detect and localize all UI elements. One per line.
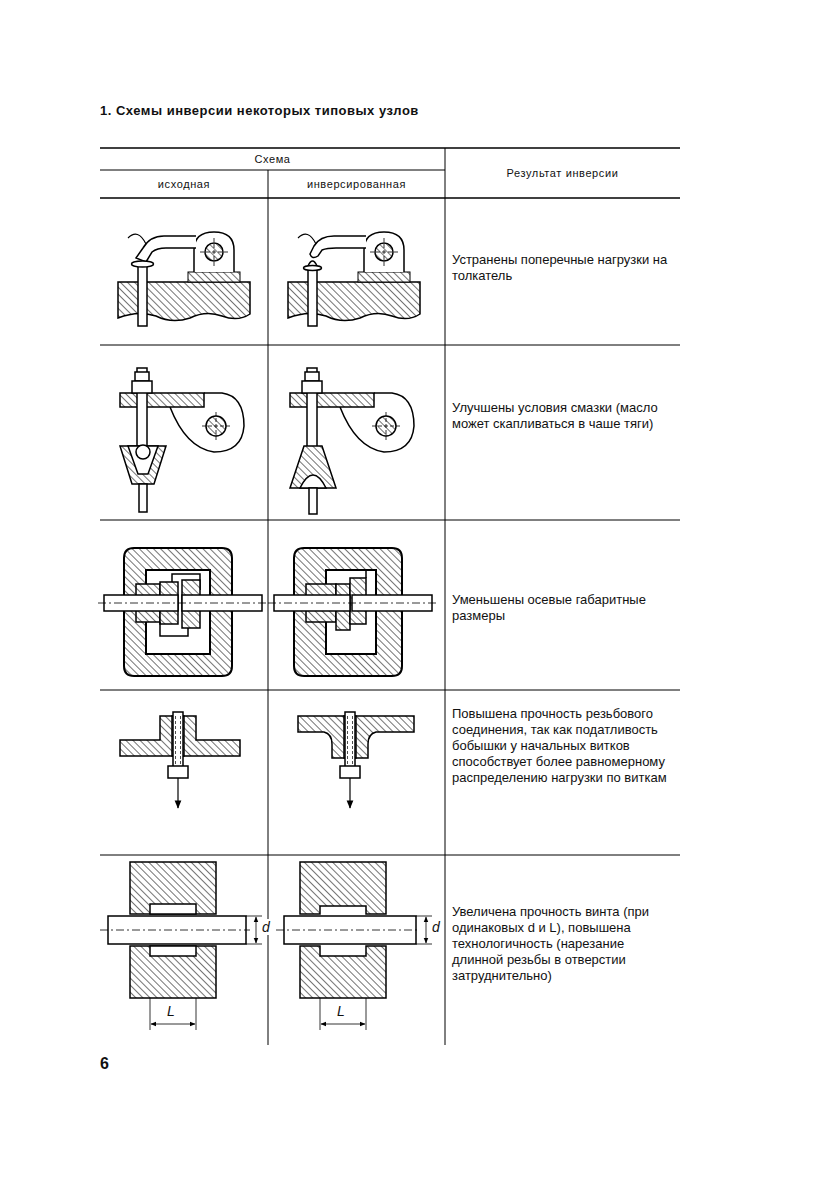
screw-joint-inverted: [276, 862, 432, 1030]
boss-bolt-inverted-part: [345, 712, 355, 768]
screw-joint-inverted-part: [320, 998, 366, 1030]
screw-joint-original-part: [130, 946, 216, 998]
screw-joint-original: [100, 862, 262, 1030]
rod-cup-original: [120, 368, 244, 512]
pusher-lever-original-part: [188, 272, 240, 282]
table-rules-part: [100, 855, 680, 856]
rod-cup-inverted-part: [305, 372, 319, 381]
table-rules-part: [100, 170, 445, 171]
table-rules: [100, 148, 680, 1045]
pusher-lever-inverted-part: [298, 234, 316, 244]
coupling-inverted-part: [294, 548, 402, 676]
table-cell: Повышена прочность резьбового соединения…: [452, 706, 674, 786]
boss-bolt-inverted-part: [340, 766, 360, 778]
rod-cup-original-part: [132, 381, 152, 393]
boss-bolt-inverted: [298, 712, 414, 808]
rod-cup-original-part: [135, 372, 149, 381]
screw-joint-original-part: [100, 930, 250, 931]
rod-cup-inverted-part: [302, 381, 322, 393]
coupling-inverted-part: [365, 570, 367, 578]
table-rules-part: [100, 690, 680, 691]
screw-joint-inverted-part: [276, 930, 420, 931]
table-title: 1. Схемы инверсии некоторых типовых узло…: [100, 103, 419, 118]
pusher-lever-original-part: [200, 238, 228, 266]
screw-joint-inverted-part: [416, 916, 432, 944]
pusher-lever-inverted-part: [358, 272, 410, 282]
dimension: d: [261, 919, 271, 935]
rod-cup-original-part: [120, 446, 166, 484]
rod-cup-inverted-part: [290, 393, 374, 407]
rod-cup-original-part: [202, 412, 230, 440]
boss-bolt-original-part: [177, 778, 178, 808]
table-cell: Уменьшены осевые габаритные размеры: [452, 592, 674, 624]
boss-bolt-original-part: [168, 766, 188, 778]
screw-joint-inverted-part: [426, 917, 427, 943]
page-number: 6: [100, 1056, 109, 1072]
coupling-inverted: [268, 548, 438, 676]
rod-cup-original-part: [136, 445, 150, 459]
screw-joint-original-part: [151, 1024, 195, 1025]
pusher-lever-inverted-part: [364, 232, 404, 272]
screw-joint-original-part: [256, 917, 257, 943]
boss-bolt-original-part: [173, 712, 183, 768]
pusher-lever-original-part: [132, 261, 154, 267]
table-cell: Увеличена прочность винта (при одинаковы…: [452, 904, 674, 984]
column-header: Схема: [100, 152, 445, 166]
pusher-lever-original-part: [194, 232, 234, 272]
boss-bolt-inverted-part: [348, 716, 353, 766]
dimension: d: [431, 919, 441, 935]
table-rules-part: [445, 148, 446, 1045]
screw-joint-original-part: [150, 998, 196, 1030]
screw-joint-original-part: [246, 916, 262, 944]
table-rules-part: [100, 147, 680, 148]
pusher-lever-original-part: [138, 264, 147, 326]
screw-joint-original-part: [150, 904, 196, 914]
table-cell: Устранены поперечные нагрузки на толкате…: [452, 252, 674, 284]
rod-cup-inverted-part: [372, 412, 400, 440]
table-rules-part: [100, 520, 680, 521]
column-header: Результат инверсии: [445, 166, 680, 180]
screw-joint-original-part: [150, 946, 196, 956]
pusher-lever-inverted-part: [304, 266, 322, 271]
pusher-lever-inverted: [288, 232, 420, 326]
dimension: L: [336, 1003, 346, 1019]
column-header: исходная: [100, 177, 268, 191]
table-rules-part: [100, 197, 680, 198]
screw-joint-inverted-part: [300, 946, 386, 998]
table-cell: Улучшены условия смазки (масло может ска…: [452, 400, 674, 432]
rod-cup-original-part: [128, 446, 158, 474]
screw-joint-inverted-part: [321, 1024, 365, 1025]
boss-bolt-inverted-part: [349, 778, 350, 808]
pusher-lever-original-part: [136, 236, 196, 262]
rod-cup-inverted-part: [300, 475, 326, 488]
pusher-lever-inverted-part: [310, 236, 366, 258]
rod-cup-original-part: [120, 393, 204, 407]
dimension: L: [166, 1003, 176, 1019]
rod-cup-inverted-part: [290, 446, 336, 488]
rod-cup-inverted-part: [309, 488, 317, 514]
coupling-original-part: [124, 548, 232, 676]
pusher-lever-original-part: [128, 234, 146, 244]
column-header: инверсированная: [268, 177, 445, 191]
coupling-original-part: [160, 622, 188, 636]
coupling-inverted-part: [268, 603, 438, 604]
boss-bolt-original-part: [176, 716, 181, 766]
coupling-original-part: [98, 603, 268, 604]
rod-cup-inverted: [290, 368, 414, 514]
table-rules-part: [268, 170, 269, 1045]
table-rules-part: [100, 345, 680, 346]
screw-joint-inverted-part: [300, 862, 386, 914]
screw-joint-original-part: [130, 862, 216, 914]
coupling-original: [98, 548, 268, 676]
pusher-lever-inverted-part: [370, 238, 398, 266]
rod-cup-original-part: [139, 484, 147, 512]
pusher-lever-original: [118, 232, 250, 326]
boss-bolt-original: [120, 712, 240, 808]
boss-bolt-inverted-part: [298, 716, 414, 758]
